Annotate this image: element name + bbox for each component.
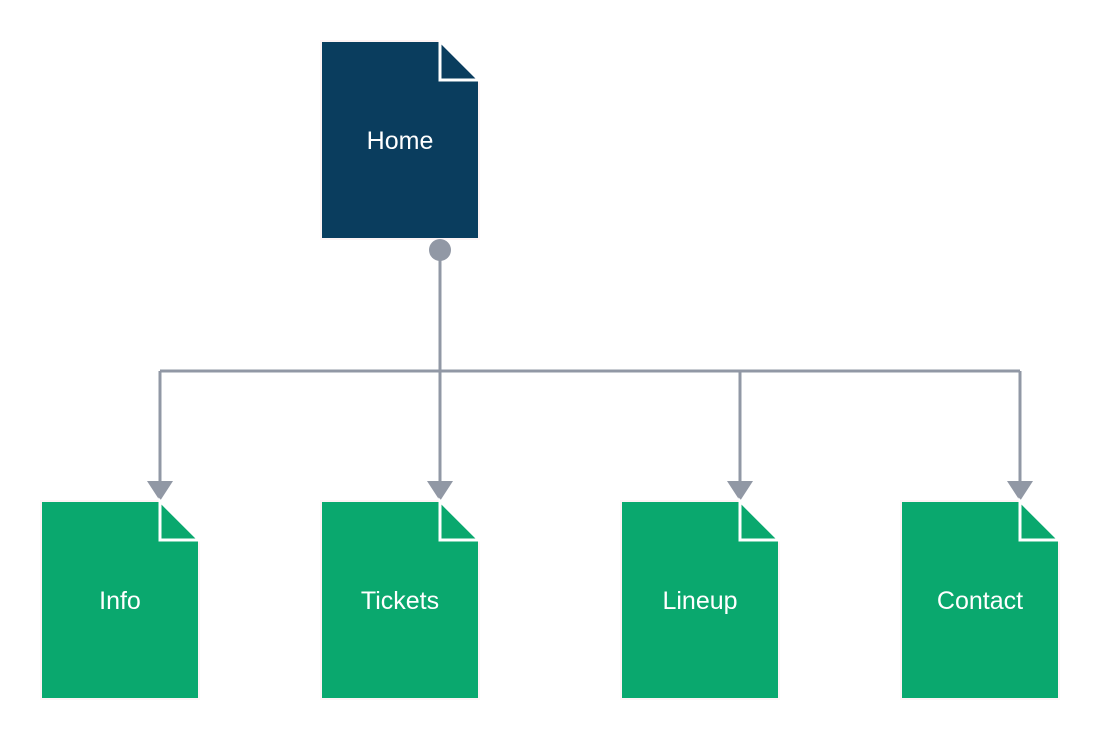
page-shape-contact xyxy=(900,500,1060,700)
arrowhead-contact xyxy=(1007,481,1033,501)
page-fold-info xyxy=(158,497,203,542)
arrowhead-tickets xyxy=(427,481,453,501)
page-shape-info xyxy=(40,500,200,700)
page-label-contact: Contact xyxy=(937,587,1023,615)
page-node-info[interactable]: Info xyxy=(40,497,203,700)
page-fold-contact xyxy=(1018,497,1063,542)
connector-origin-dot xyxy=(429,239,451,261)
page-fold-home xyxy=(438,37,483,82)
page-label-home: Home xyxy=(367,127,434,155)
page-node-contact[interactable]: Contact xyxy=(900,497,1063,700)
connectors xyxy=(147,250,1033,501)
page-node-home[interactable]: Home xyxy=(320,37,483,240)
page-node-lineup[interactable]: Lineup xyxy=(620,497,783,700)
page-shape-home xyxy=(320,40,480,240)
page-label-tickets: Tickets xyxy=(361,587,439,615)
page-fold-tickets xyxy=(438,497,483,542)
page-shape-lineup xyxy=(620,500,780,700)
page-node-tickets[interactable]: Tickets xyxy=(320,497,483,700)
page-fold-lineup xyxy=(738,497,783,542)
arrowhead-lineup xyxy=(727,481,753,501)
page-label-lineup: Lineup xyxy=(662,587,737,615)
arrowhead-info xyxy=(147,481,173,501)
page-label-info: Info xyxy=(99,587,141,615)
page-shape-tickets xyxy=(320,500,480,700)
